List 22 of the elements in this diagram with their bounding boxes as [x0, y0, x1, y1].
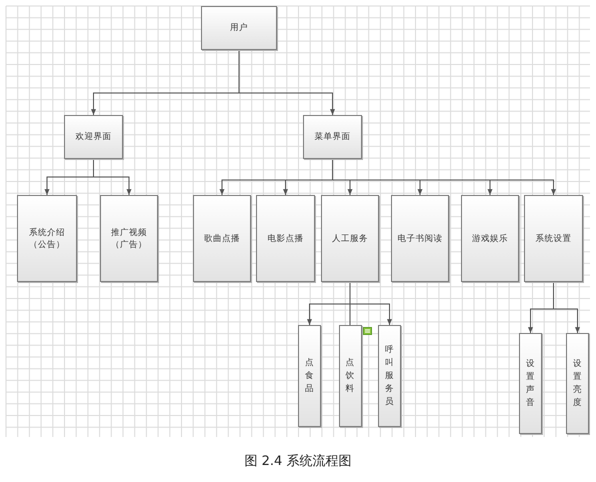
process-box: 呼叫服务员 [378, 325, 401, 427]
process-box: 游戏娱乐 [461, 195, 519, 282]
process-box: 电子书阅读 [391, 195, 449, 282]
process-box: 电影点播 [256, 195, 315, 282]
figure-caption: 图 2.4 系统流程图 [244, 454, 352, 470]
arrow [553, 282, 580, 334]
process-box: 点饮料 [338, 325, 362, 427]
process-box: 欢迎界面 [64, 115, 123, 159]
arrow [93, 158, 132, 196]
arrow [332, 158, 556, 196]
process-box: 设置声音 [519, 333, 542, 434]
process-box: 系统介绍（公告） [17, 195, 77, 282]
arrow [238, 50, 335, 116]
arrow [350, 282, 392, 326]
process-box: 点食品 [298, 325, 321, 427]
process-box: 设置亮度 [566, 333, 589, 434]
process-box: 用户 [201, 6, 277, 50]
process-box: 推广视频（广告） [100, 195, 158, 282]
process-box: 菜单界面 [303, 115, 362, 159]
process-box: 歌曲点播 [193, 195, 251, 282]
process-box: 人工服务 [321, 195, 379, 282]
process-box: 系统设置 [524, 195, 583, 282]
